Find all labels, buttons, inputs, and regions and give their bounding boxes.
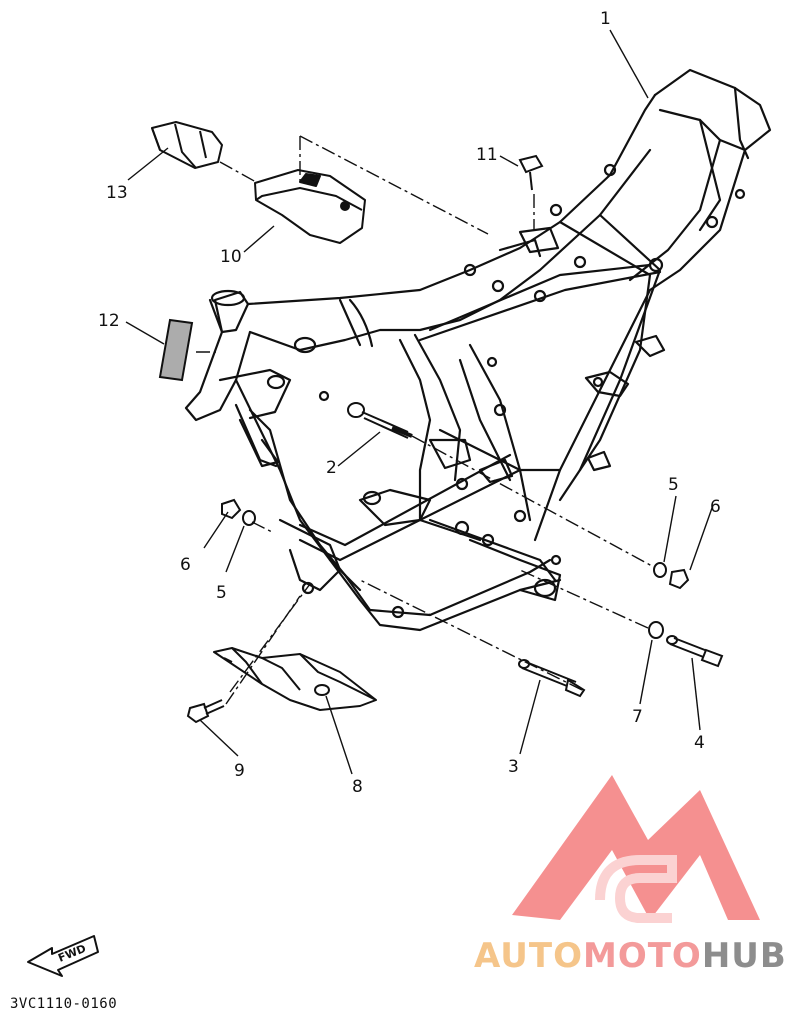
callout-5-left: 5 — [216, 583, 227, 603]
watermark-text: AUTOMOTOHUB — [474, 936, 787, 976]
part-3-bolt — [518, 659, 586, 698]
callout-1: 1 — [600, 9, 611, 29]
callout-7: 7 — [632, 707, 643, 727]
part-11-bolt — [518, 154, 544, 191]
part-4-bolt — [666, 635, 724, 668]
part-7-washer — [648, 621, 664, 639]
part-10-cover — [254, 169, 366, 244]
callout-11: 11 — [476, 145, 498, 165]
part-2-bolt — [347, 402, 413, 439]
part-9-bolt — [186, 699, 225, 724]
callout-2: 2 — [326, 458, 337, 478]
part-13-pad — [151, 121, 223, 169]
callout-6-right: 6 — [710, 497, 721, 517]
watermark-logo-icon — [512, 775, 760, 923]
part-8-skid-plate — [213, 647, 377, 711]
watermark-hub: HUB — [701, 936, 787, 976]
leader-lines — [125, 29, 713, 775]
callout-8: 8 — [352, 777, 363, 797]
assembly-lines — [196, 135, 653, 705]
part-6-nut-left — [221, 498, 242, 520]
callout-numbers: 1 2 3 4 5 5 6 6 7 8 9 10 11 12 13 — [98, 9, 721, 797]
part-5-washer-right — [653, 562, 667, 578]
part-code: 3VC1110-0160 — [10, 996, 118, 1012]
callout-3: 3 — [508, 757, 519, 777]
callout-5-right: 5 — [668, 475, 679, 495]
main-frame — [184, 68, 772, 632]
part-12-label — [158, 318, 194, 382]
callout-6-left: 6 — [180, 555, 191, 575]
callout-13: 13 — [106, 183, 128, 203]
watermark-moto: MOTO — [582, 936, 702, 976]
callout-4: 4 — [694, 733, 705, 753]
callout-9: 9 — [234, 761, 245, 781]
fwd-arrow-icon: FWD — [27, 935, 99, 977]
callout-10: 10 — [220, 247, 242, 267]
part-6-nut-right — [668, 568, 690, 590]
watermark-auto: AUTO — [474, 936, 583, 976]
part-5-washer-left — [242, 510, 256, 526]
callout-12: 12 — [98, 311, 120, 331]
